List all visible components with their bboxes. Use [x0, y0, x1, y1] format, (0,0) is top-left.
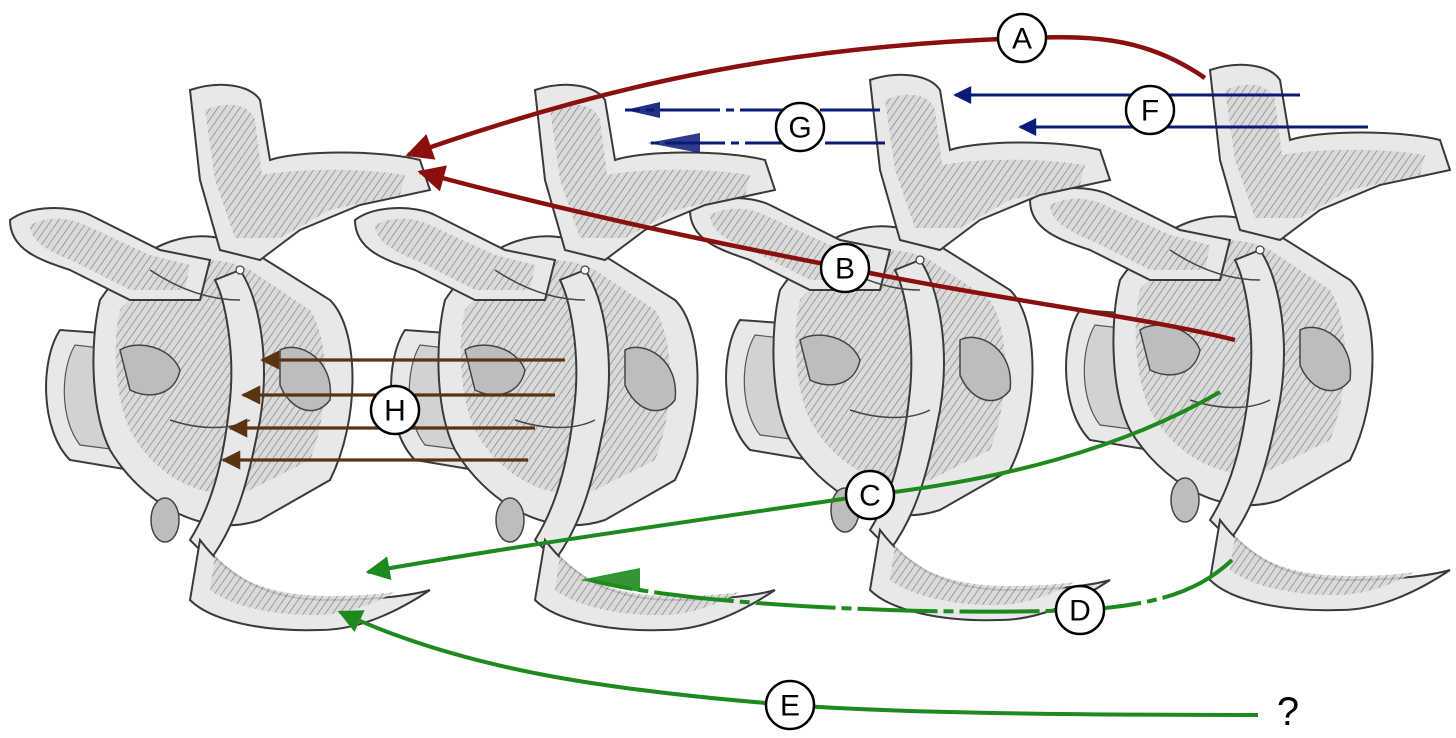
label-e-text: E — [780, 690, 800, 723]
label-g-text: G — [788, 112, 811, 145]
arrow-g-lower-head — [648, 133, 700, 153]
label-f-text: F — [1141, 95, 1159, 128]
vertebra-1 — [10, 85, 430, 630]
label-c: C — [846, 471, 894, 519]
vertebra-4 — [1030, 65, 1450, 610]
label-c-text: C — [859, 480, 881, 513]
label-e: E — [766, 681, 814, 729]
label-d-text: D — [1069, 595, 1091, 628]
label-a: A — [998, 14, 1046, 62]
label-b: B — [821, 244, 869, 292]
label-h: H — [371, 386, 419, 434]
arrow-g-upper-head — [625, 102, 660, 118]
label-d: D — [1056, 586, 1104, 634]
question-mark: ? — [1277, 690, 1299, 734]
label-b-text: B — [835, 253, 855, 286]
label-a-text: A — [1012, 23, 1032, 56]
label-f: F — [1126, 86, 1174, 134]
label-g: G — [776, 103, 824, 151]
label-h-text: H — [384, 395, 406, 428]
